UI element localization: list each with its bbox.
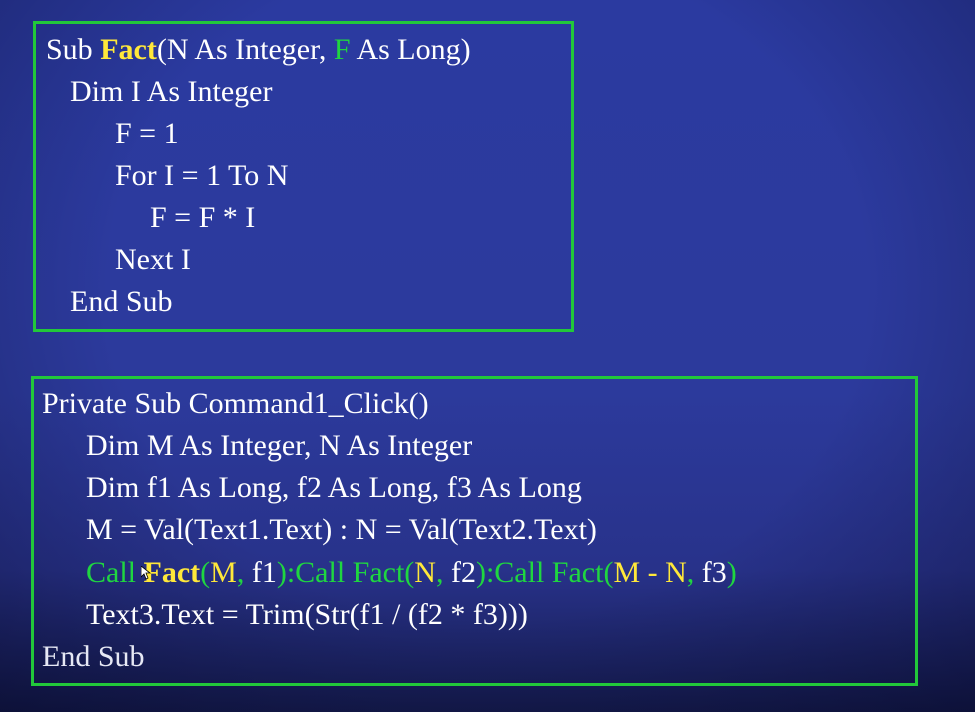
code-token: f2 [450,556,476,589]
code-token: Sub [46,33,101,66]
code-token: ) [726,556,737,589]
code-line-8: Private Sub Command1_Click() [42,387,429,420]
code-token: ):Call Fact( [276,556,415,589]
code-line-7: End Sub [70,285,173,318]
mouse-pointer-icon [141,566,151,580]
code-line-6: Next I [115,243,191,276]
code-line-4: For I = 1 To N [115,159,289,192]
code-line-10: Dim f1 As Long, f2 As Long, f3 As Long [86,471,582,504]
code-token: f1 [251,556,277,589]
code-token: M [210,556,237,589]
code-line-2: Dim I As Integer [70,75,273,108]
code-token: ):Call Fact( [475,556,614,589]
code-token-function-name: Fact [143,556,201,589]
code-token: ( [200,556,211,589]
code-token: , [435,556,451,589]
code-token: (N As Integer, [156,33,334,66]
code-block-fact-sub [33,21,574,332]
code-token-param: F [333,33,351,66]
code-token: - [640,556,666,589]
code-token: N [665,556,687,589]
code-line-9: Dim M As Integer, N As Integer [86,429,473,462]
code-token-function-name: Fact [100,33,157,66]
code-line-13: Text3.Text = Trim(Str(f1 / (f2 * f3))) [86,598,528,631]
code-line-12: Call Fact(M, f1):Call Fact(N, f2):Call F… [86,555,737,591]
code-token: Call [86,556,144,589]
code-token: f3 [701,556,727,589]
code-line-3: F = 1 [115,117,179,150]
code-line-11: M = Val(Text1.Text) : N = Val(Text2.Text… [86,513,597,546]
code-line-5: F = F * I [150,201,256,234]
code-line-14: End Sub [42,640,145,673]
code-token: As Long) [350,33,471,66]
code-token: , [686,556,702,589]
code-token: N [414,556,436,589]
code-block-command-click [31,376,918,686]
code-line-1: Sub Fact(N As Integer, F As Long) [46,32,471,68]
code-token: , [236,556,252,589]
code-token: M [613,556,641,589]
